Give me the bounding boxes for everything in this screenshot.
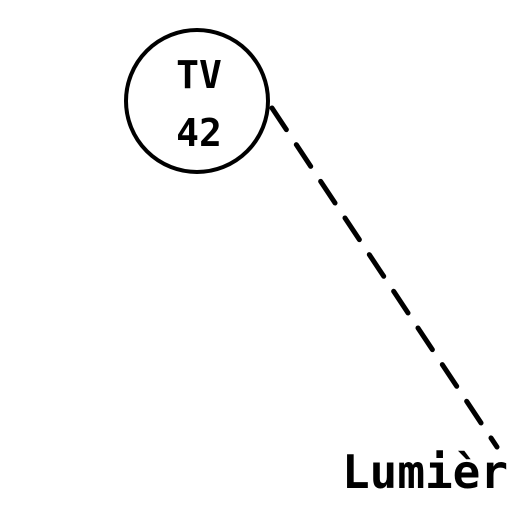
- target-label: Lumièr: [342, 445, 508, 499]
- dashed-connector: [269, 105, 500, 450]
- node-circle: [124, 28, 270, 174]
- node-label-line1: TV: [176, 53, 222, 97]
- node-label-line2: 42: [176, 111, 222, 155]
- node-tv-42: TV 42: [124, 28, 270, 174]
